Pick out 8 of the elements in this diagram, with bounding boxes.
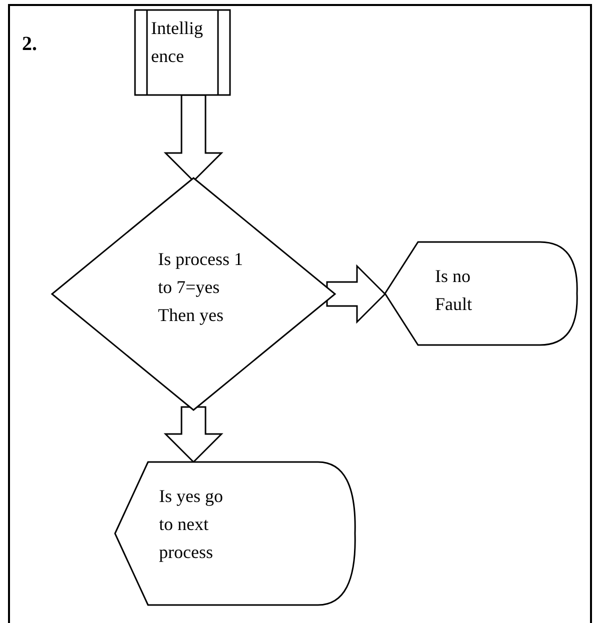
node-text: Is yes go to next process: [159, 485, 224, 564]
node-text: Is process 1 to 7=yes Then yes: [158, 248, 244, 327]
block-arrow: [164, 406, 224, 464]
block-arrow: [326, 264, 386, 324]
block-arrow: [164, 94, 224, 182]
step-number: 2.: [22, 32, 37, 57]
node-text: Is no Fault: [435, 265, 474, 316]
node-text: Intellig ence: [151, 17, 204, 68]
